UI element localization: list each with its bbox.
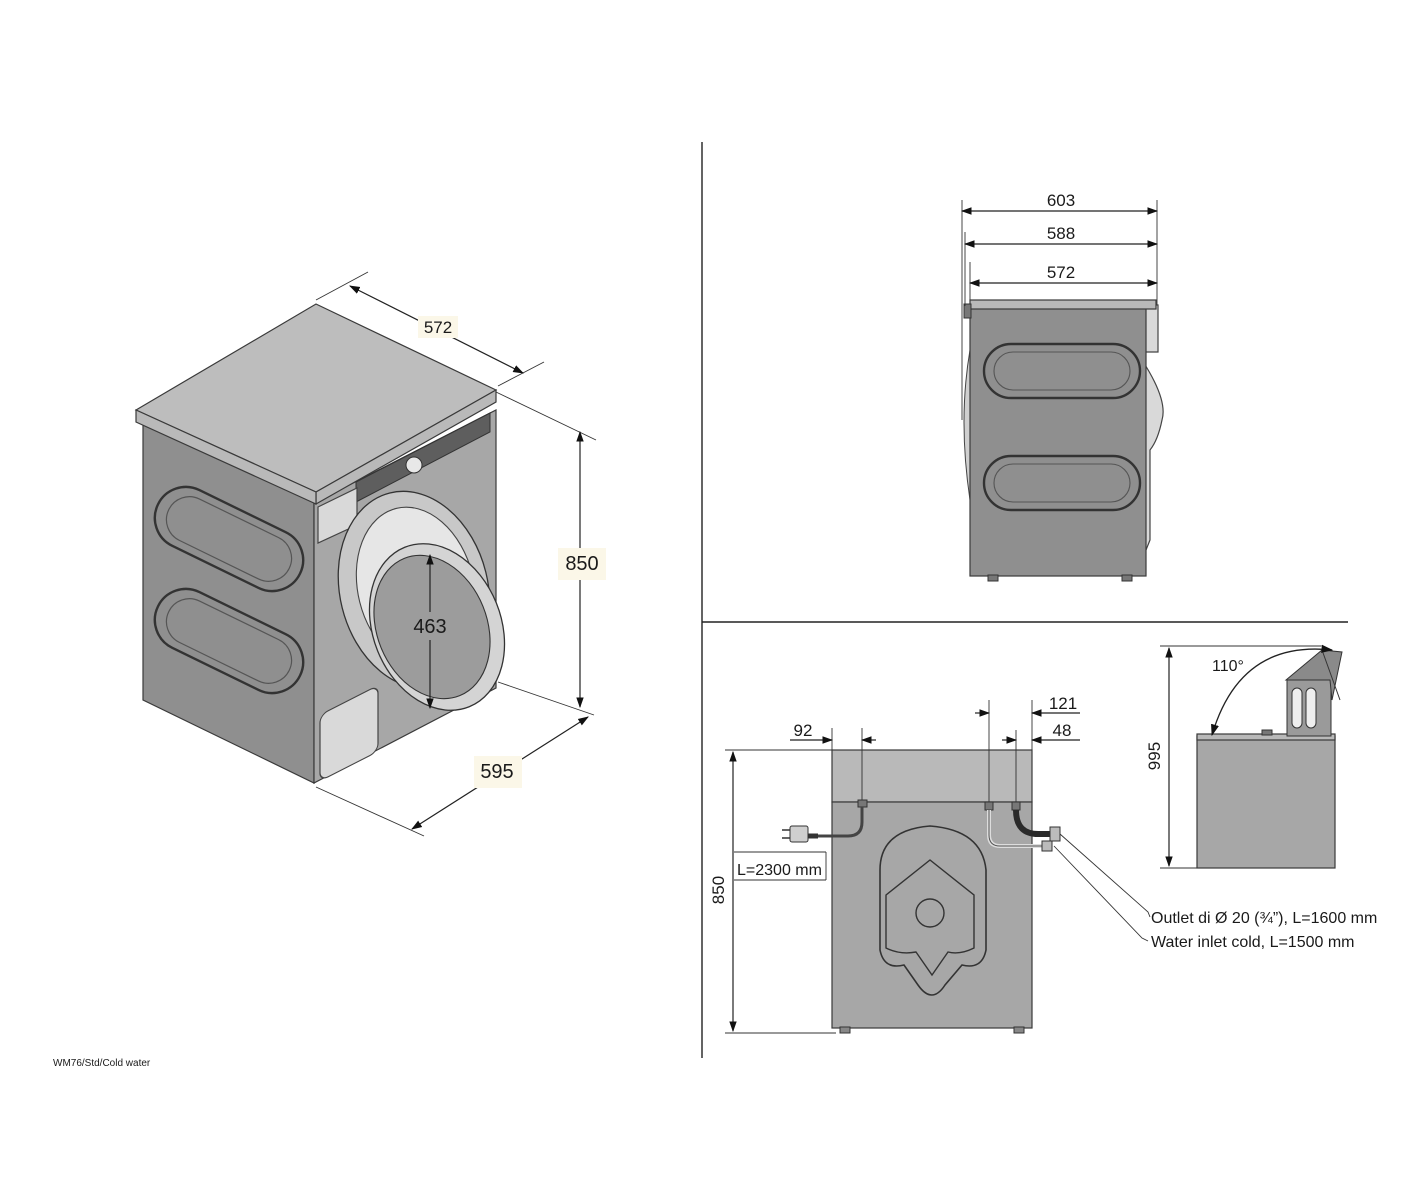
rear-outlet-hose [1013, 809, 1050, 838]
side-dim-572-label: 572 [1047, 263, 1075, 282]
side-oval-upper-inner [993, 351, 1131, 391]
rear-power-cord [818, 807, 864, 838]
side-knob [963, 303, 972, 319]
iso-side-oval-lower-inner [165, 598, 293, 684]
rear-power-plug [789, 825, 809, 843]
rear-view: Outlet di Ø 20 (¾”), L=1600 mm Water inl… [709, 694, 1377, 1034]
iso-dim-572-label: 572 [424, 318, 452, 337]
iso-side-oval-upper [153, 485, 305, 593]
rear-panel-inner [885, 859, 975, 977]
side-dim-588-label: 588 [1047, 224, 1075, 243]
iso-side-oval-lower [153, 587, 305, 695]
rear-drum-hub [915, 898, 945, 928]
iso-ext-572-a [315, 271, 369, 301]
lid-angle-arc [1211, 644, 1334, 737]
iso-dim-463-label: 463 [413, 616, 446, 638]
iso-ext-850-b [497, 681, 595, 716]
rear-dim-48-label: 48 [1053, 721, 1072, 740]
rear-foot-left [839, 1026, 851, 1034]
iso-ext-595-a [315, 786, 425, 837]
rear-panel-outline [879, 825, 987, 996]
iso-tag-463 [408, 612, 452, 640]
iso-worktop-side-edge [135, 409, 317, 505]
iso-ext-572-b [497, 361, 545, 387]
rear-body [831, 801, 1033, 1029]
model-note: WM76/Std/Cold water [53, 1058, 151, 1069]
lid-angle-label: 110° [1212, 658, 1244, 675]
iso-service-hatch [319, 687, 379, 779]
iso-side-oval-upper-inner [165, 496, 293, 582]
rear-outlet-port [1011, 801, 1021, 811]
lid-drawer-slot-b [1305, 687, 1317, 729]
side-oval-lower [982, 454, 1142, 512]
rear-inlet-connector [1041, 840, 1053, 852]
iso-ext-850-a [495, 391, 597, 441]
rear-inlet-leader [1053, 845, 1149, 942]
rear-dim-92-label: 92 [794, 721, 813, 740]
lid-dim-995-label: 995 [1145, 742, 1164, 770]
rear-foot-right [1013, 1026, 1025, 1034]
lid-view: 110° 995 [1145, 644, 1343, 869]
iso-tag-572 [418, 316, 458, 338]
iso-tag-850 [558, 548, 606, 580]
lid-body [1196, 735, 1336, 869]
lid-drawer-slot-a [1291, 687, 1303, 729]
rear-inlet-label: Water inlet cold, L=1500 mm [1151, 934, 1355, 951]
rear-inlet-valve [984, 801, 994, 811]
iso-dim-595-label: 595 [480, 761, 513, 783]
iso-dim-850-label: 850 [565, 553, 598, 575]
side-foot-rear [1121, 574, 1133, 582]
lid-hinge [1261, 729, 1273, 736]
rear-dim-850-label: 850 [709, 876, 728, 904]
rear-outlet-leader [1059, 833, 1151, 918]
side-worktop [969, 299, 1157, 310]
side-door-bulge [963, 349, 971, 501]
rear-worktop [831, 749, 1033, 803]
side-dim-603-label: 603 [1047, 191, 1075, 210]
rear-outlet-label: Outlet di Ø 20 (¾”), L=1600 mm [1151, 910, 1377, 927]
side-rear-profile [1141, 357, 1164, 561]
side-oval-lower-inner [993, 463, 1131, 503]
side-oval-upper [982, 342, 1142, 400]
isometric-view: 572 850 595 463 [134, 271, 606, 837]
rear-inlet-hose [988, 810, 1042, 847]
rear-outlet-connector [1049, 826, 1061, 842]
iso-program-knob [405, 456, 423, 474]
rear-power-entry [857, 799, 868, 808]
iso-tag-595 [474, 756, 522, 788]
side-view: 603 588 572 [960, 191, 1164, 582]
side-foot-front [987, 574, 999, 582]
rear-cable-length-label: L=2300 mm [737, 862, 822, 879]
rear-dim-121-label: 121 [1049, 694, 1077, 713]
